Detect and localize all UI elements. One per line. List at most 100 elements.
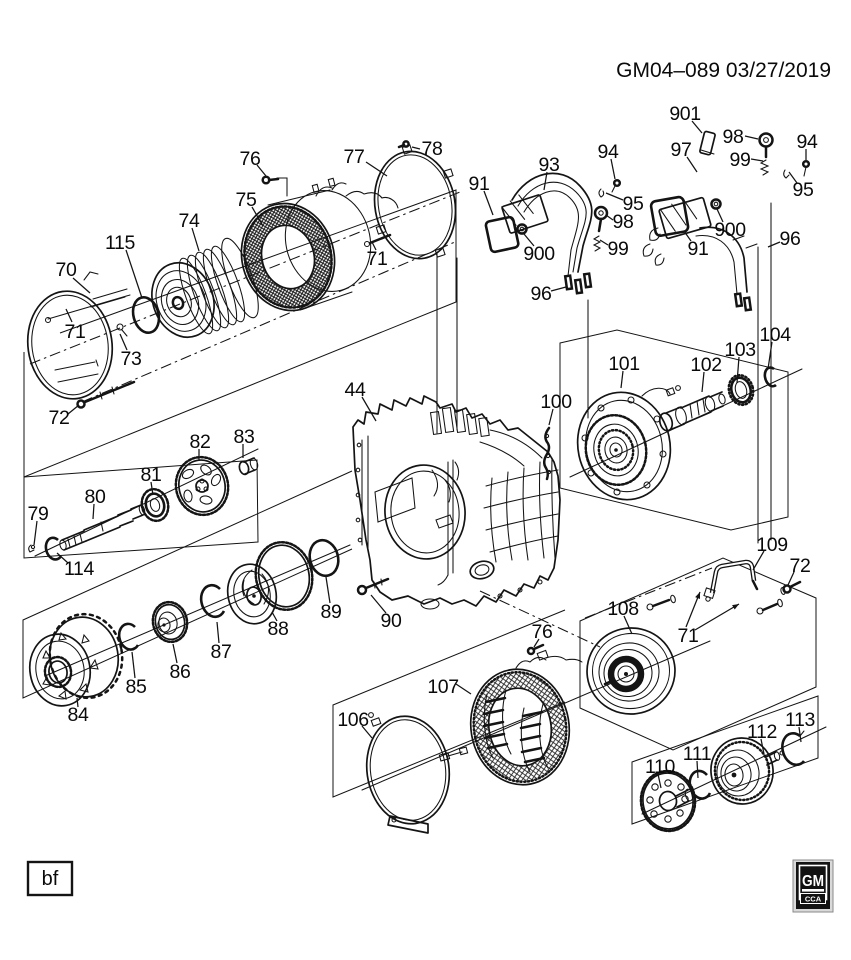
part-90-bolt (356, 577, 390, 596)
leader-line-73 (119, 333, 128, 351)
leader-line-87 (216, 621, 220, 644)
callout-87: 87 (211, 641, 232, 663)
leader-line-71 (371, 241, 377, 251)
leader-line-44 (361, 396, 377, 422)
leader-line-109 (752, 550, 765, 571)
callout-73: 73 (121, 348, 142, 370)
center-axes (29, 191, 827, 815)
callout-96: 96 (780, 228, 801, 250)
callout-95: 95 (623, 193, 644, 215)
part-106-retainer-ring (365, 712, 469, 834)
part-72-bolt-lower (780, 580, 802, 595)
part-901-plug (699, 130, 716, 156)
leader-line-107 (455, 683, 472, 695)
callout-108: 108 (607, 598, 638, 620)
callout-74: 74 (179, 210, 200, 232)
leader-line-75 (251, 206, 264, 227)
leader-line-114 (56, 552, 69, 564)
leader-arrowhead-71 (732, 604, 739, 610)
callout-98: 98 (723, 126, 744, 148)
leader-line-108 (623, 615, 633, 635)
callout-80: 80 (85, 486, 106, 508)
part-79-retainer (28, 544, 36, 553)
part-102-shaft (658, 391, 726, 432)
leader-line-103 (736, 356, 740, 384)
callout-75: 75 (236, 189, 257, 211)
part-99-spring-right (759, 159, 770, 176)
leader-line-79 (33, 520, 38, 546)
leader-line-85 (131, 651, 136, 679)
callout-86: 86 (170, 661, 191, 683)
callout-89: 89 (321, 601, 342, 623)
callout-102: 102 (690, 354, 721, 376)
callout-93: 93 (539, 154, 560, 176)
leader-line-70 (72, 277, 91, 294)
callout-103: 103 (724, 339, 755, 361)
part-80-shaft (59, 504, 146, 551)
callout-111: 111 (683, 743, 711, 765)
callout-81: 81 (141, 464, 162, 486)
callout-113: 113 (785, 709, 815, 731)
callout-71: 71 (65, 321, 86, 343)
callout-91: 91 (469, 173, 490, 195)
part-95-clip-left (598, 188, 605, 198)
callout-96: 96 (531, 283, 552, 305)
leader-line-86 (172, 643, 178, 664)
part-89-snap-ring (308, 538, 340, 578)
part-900-nut-right (710, 198, 722, 210)
callout-76: 76 (532, 621, 553, 643)
part-78-bolt (397, 140, 410, 149)
part-85-snap-ring (117, 622, 140, 651)
callout-70: 70 (56, 259, 77, 281)
part-94-bolt-left (611, 178, 622, 193)
callout-900: 900 (523, 243, 555, 265)
leader-line-95 (788, 171, 798, 184)
part-99-spring-left (592, 235, 602, 252)
callout-83: 83 (234, 426, 255, 448)
part-900-nut-left (516, 223, 528, 235)
leader-line-106 (361, 725, 373, 739)
callout-101: 101 (608, 353, 639, 375)
callout-79: 79 (28, 503, 49, 525)
leader-line-112 (760, 738, 765, 755)
gm-logo-subtext: CCA (805, 895, 822, 904)
callout-94: 94 (797, 131, 818, 153)
leader-line-99 (599, 239, 609, 246)
gm-logo-text: GM (802, 873, 824, 890)
leader-line-74 (191, 227, 200, 252)
callout-97: 97 (671, 139, 692, 161)
part-100-gasket-strip (543, 426, 552, 481)
leader-line-81 (150, 481, 154, 496)
leader-line-93 (543, 171, 548, 191)
part-84-carrier (28, 612, 124, 707)
leader-line-901 (691, 120, 703, 134)
part-71-band-bolts (44, 288, 131, 383)
part-110-flange (639, 769, 697, 833)
leader-line-88 (271, 611, 278, 622)
callout-107: 107 (427, 676, 458, 698)
part-71-bolts-lower (646, 594, 783, 615)
leader-line-96 (767, 241, 781, 248)
part-93-wiring-harness (501, 172, 593, 295)
part-114-snap-ring (44, 536, 63, 561)
leader-line-72 (67, 404, 80, 415)
leader-line-72 (787, 571, 795, 586)
leader-line-71 (694, 603, 740, 631)
callout-900: 900 (714, 219, 746, 241)
leader-line-97 (686, 156, 698, 173)
leader-line-900 (716, 208, 724, 223)
part-101-pump-assembly (576, 385, 681, 501)
callout-88: 88 (268, 618, 289, 640)
leader-line-100 (548, 408, 554, 426)
leader-line-90 (370, 594, 387, 614)
leader-line-78 (411, 146, 421, 150)
part-44-transmission-case (352, 395, 561, 610)
leader-line-99 (750, 158, 764, 162)
leader-line-98 (605, 214, 614, 221)
callout-99: 99 (730, 149, 751, 171)
leader-line-95 (605, 192, 624, 201)
leader-line-91 (683, 230, 692, 242)
part-75-stator-drum (240, 177, 399, 312)
callout-78: 78 (422, 138, 443, 160)
